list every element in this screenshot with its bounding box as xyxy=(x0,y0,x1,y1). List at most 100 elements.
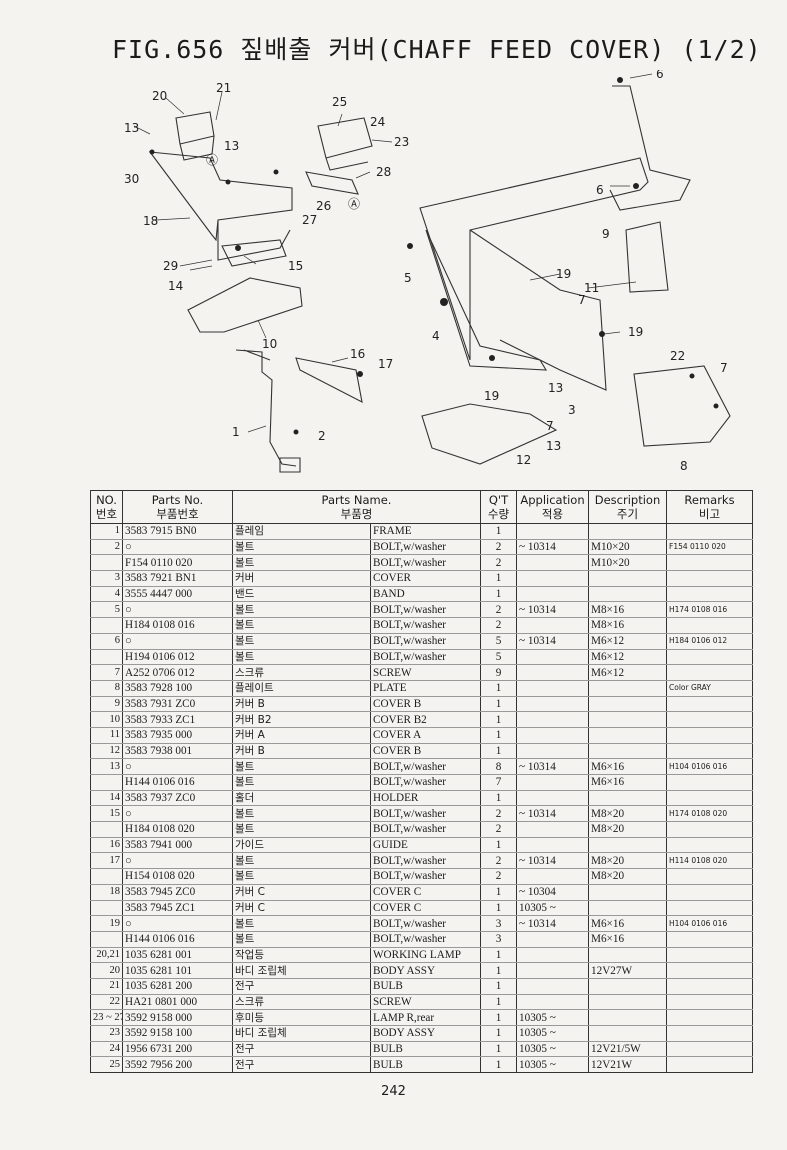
cell-app: 10305 ~ xyxy=(516,900,589,917)
cell-app xyxy=(516,554,589,572)
cell-app xyxy=(516,743,589,760)
cell-no: 14 xyxy=(90,790,123,807)
cell-no: 13 xyxy=(90,758,123,775)
label-15: 15 xyxy=(288,259,303,273)
cell-qty: 3 xyxy=(480,915,517,932)
cell-no xyxy=(90,931,123,948)
cell-rem xyxy=(666,931,753,948)
cell-no: 7 xyxy=(90,664,123,681)
cell-part: ○ xyxy=(122,915,233,932)
cell-qty: 2 xyxy=(480,601,517,619)
bolt-marker xyxy=(489,355,495,361)
cell-kr: 바디 조립체 xyxy=(232,1025,371,1042)
cell-en: BOLT,w/washer xyxy=(370,915,481,932)
cell-qty: 2 xyxy=(480,821,517,838)
cell-kr: 커버 C xyxy=(232,900,371,917)
cell-desc xyxy=(588,1025,667,1042)
cell-en: BOLT,w/washer xyxy=(370,852,481,870)
cell-en: BOLT,w/washer xyxy=(370,601,481,619)
bolt-marker xyxy=(407,243,413,249)
cell-rem xyxy=(666,711,753,728)
cell-en: GUIDE xyxy=(370,837,481,854)
cell-qty: 1 xyxy=(480,884,517,901)
cell-rem xyxy=(666,978,753,995)
cell-desc xyxy=(588,523,667,540)
cell-kr: 바디 조립체 xyxy=(232,962,371,979)
bolt-marker xyxy=(617,77,623,83)
plate-shape xyxy=(633,365,731,447)
cell-rem xyxy=(666,554,753,572)
cover-a-shape xyxy=(425,229,548,371)
cell-no: 5 xyxy=(90,601,123,619)
cell-desc: M6×16 xyxy=(588,915,667,932)
label-7b: 7 xyxy=(720,361,728,375)
cell-part: 3583 7915 BN0 xyxy=(122,523,233,540)
cell-rem xyxy=(666,821,753,838)
cell-no: 23 ~ 27 xyxy=(90,1009,123,1026)
cell-qty: 1 xyxy=(480,1009,517,1026)
label-19: 19 xyxy=(556,267,571,281)
cell-part: ○ xyxy=(122,805,233,823)
cell-app xyxy=(516,711,589,728)
cell-no: 20,21 xyxy=(90,947,123,964)
cell-app xyxy=(516,837,589,854)
bolt-marker xyxy=(293,429,299,435)
cell-en: WORKING LAMP xyxy=(370,947,481,964)
label-23: 23 xyxy=(394,135,409,149)
cell-app: 10305 ~ xyxy=(516,1025,589,1042)
cell-kr: 볼트 xyxy=(232,868,371,885)
cell-desc: M6×16 xyxy=(588,774,667,791)
cell-en: LAMP R,rear xyxy=(370,1009,481,1026)
cell-no xyxy=(90,821,123,838)
cell-rem xyxy=(666,586,753,603)
label-13b: 13 xyxy=(224,139,239,153)
cell-app: 10305 ~ xyxy=(516,1056,589,1074)
bolt-marker xyxy=(235,245,241,251)
cell-en: BOLT,w/washer xyxy=(370,821,481,838)
exploded-parts-diagram: 20 21 13 13 30 18 29 14 15 10 1 2 16 17 … xyxy=(124,70,731,473)
frame-shape xyxy=(148,151,293,261)
cover-b-shape xyxy=(625,221,669,293)
cell-desc: M10×20 xyxy=(588,539,667,556)
cell-qty: 5 xyxy=(480,649,517,666)
cell-rem xyxy=(666,994,753,1011)
cell-app xyxy=(516,790,589,807)
cell-en: FRAME xyxy=(370,523,481,540)
cell-qty: 1 xyxy=(480,711,517,728)
cell-qty: 1 xyxy=(480,790,517,807)
label-21: 21 xyxy=(216,81,231,95)
label-30: 30 xyxy=(124,172,139,186)
cover-b2-shape xyxy=(187,277,303,333)
label-1: 1 xyxy=(232,425,240,439)
cell-kr: 볼트 xyxy=(232,633,371,650)
cell-part: 3583 7945 ZC1 xyxy=(122,900,233,917)
cell-rem xyxy=(666,947,753,964)
cell-app xyxy=(516,586,589,603)
label-6: 6 xyxy=(656,70,664,81)
cell-kr: 전구 xyxy=(232,1056,371,1074)
cell-qty: 3 xyxy=(480,931,517,948)
cell-qty: 2 xyxy=(480,554,517,572)
cell-app xyxy=(516,570,589,587)
cell-app: 10305 ~ xyxy=(516,1009,589,1026)
cell-qty: 1 xyxy=(480,680,517,697)
label-14: 14 xyxy=(168,279,183,293)
cell-kr: 볼트 xyxy=(232,774,371,791)
cell-part: 3555 4447 000 xyxy=(122,586,233,603)
cell-no: 15 xyxy=(90,805,123,823)
